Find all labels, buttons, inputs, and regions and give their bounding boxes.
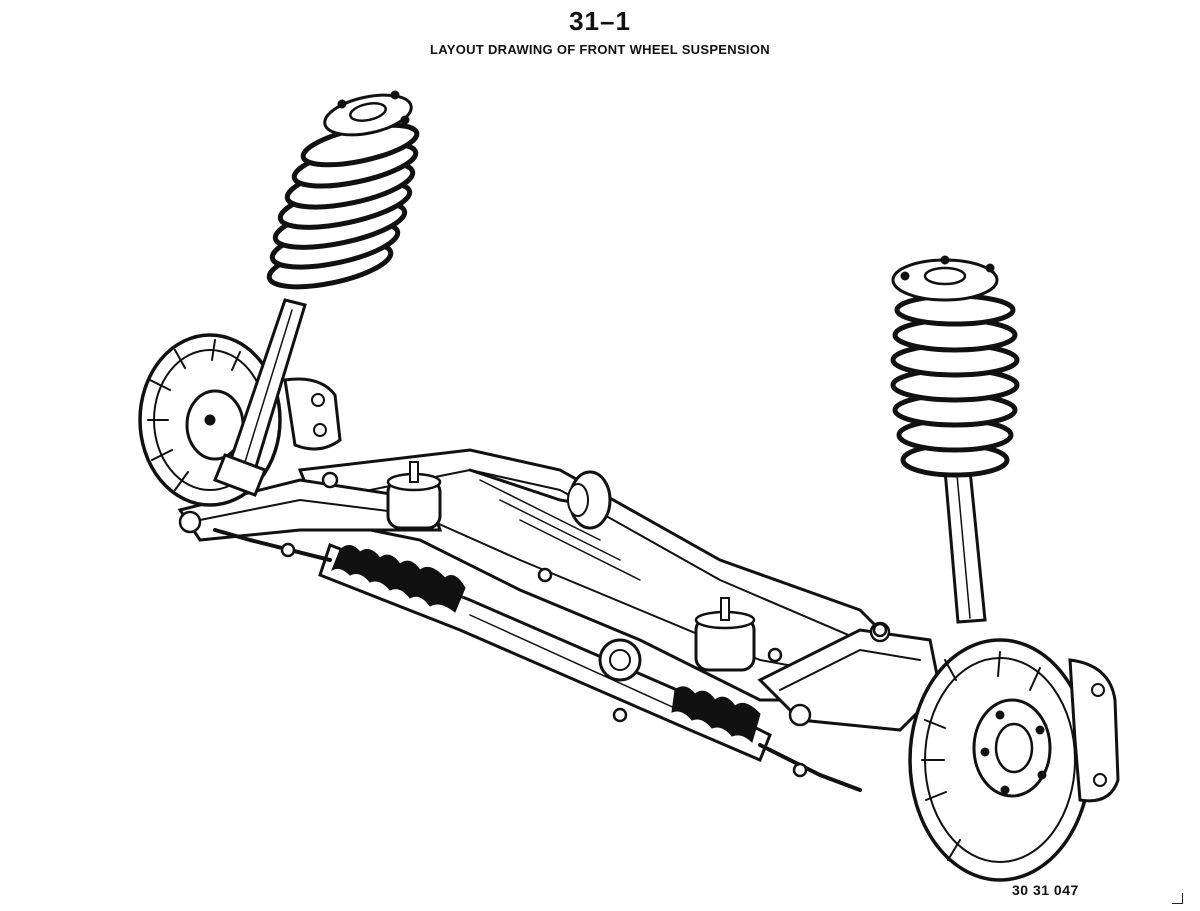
right-tie-rod [758, 743, 862, 792]
left-tie-rod [213, 528, 332, 562]
right-wheel-hub [972, 698, 1052, 798]
left-engine-mount [386, 461, 442, 530]
right-rack-boot [671, 686, 761, 743]
left-coil-spring [266, 90, 420, 290]
ball-joints [321, 471, 888, 723]
stabilizer-bushing [468, 468, 612, 530]
page-number: 31–1 [569, 6, 631, 36]
left-brake-caliper [283, 377, 342, 451]
left-strut [213, 298, 307, 497]
left-rack-boot [330, 545, 466, 613]
corner-crop-mark [1172, 893, 1183, 904]
figure-code: 30 31 047 [1012, 882, 1079, 898]
right-coil-spring [890, 255, 1020, 478]
right-brake-caliper [1068, 658, 1120, 803]
page-title: LAYOUT DRAWING OF FRONT WHEEL SUSPENSION [430, 42, 770, 57]
right-engine-mount [694, 597, 756, 672]
